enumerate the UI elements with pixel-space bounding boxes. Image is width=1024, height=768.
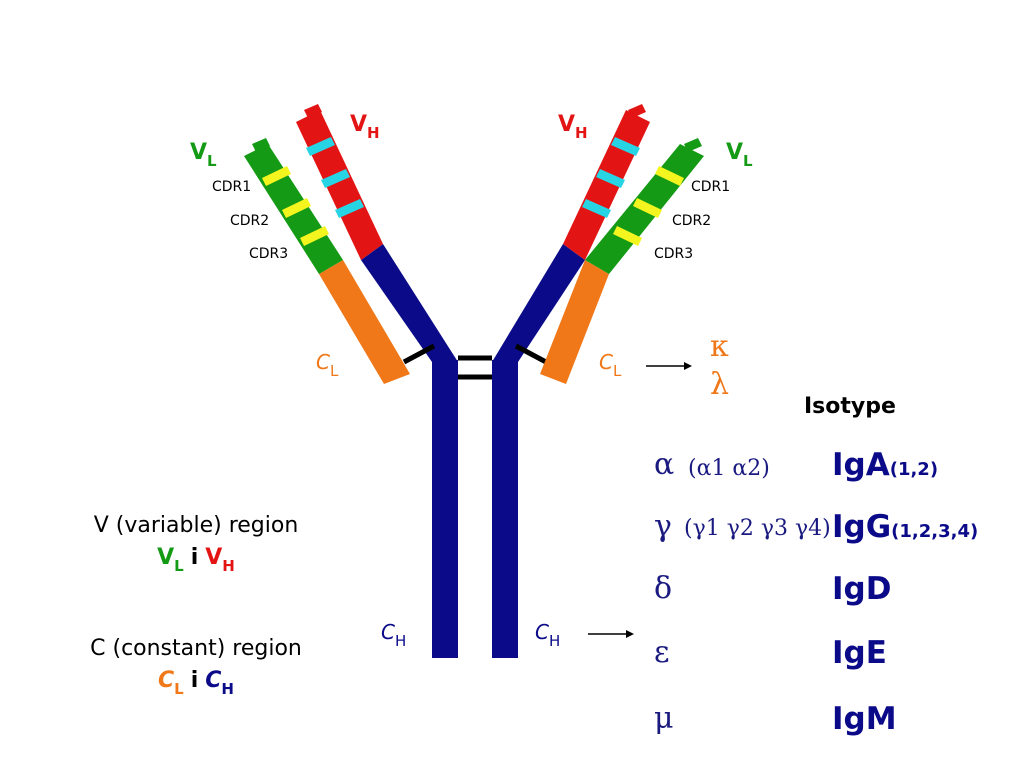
light-chain-left-constant xyxy=(319,260,410,384)
isotype-greek-delta: δ xyxy=(654,571,673,606)
heavy-chain-left-stem xyxy=(432,360,458,658)
heavy-chain-left-hinge xyxy=(361,244,458,362)
lambda-symbol: λ xyxy=(710,367,730,402)
isotype-subclasses-gamma: (γ1 γ2 γ3 γ4) xyxy=(684,516,831,541)
ch-label-left: CH xyxy=(381,620,407,650)
cdr-heavy-left-3 xyxy=(335,199,364,218)
cdr3-label-left: CDR3 xyxy=(249,246,289,262)
light-heavy-bond-left xyxy=(402,343,436,365)
isotype-greek-gamma: γ xyxy=(654,509,672,544)
disulfide-bonds xyxy=(402,343,548,380)
cdr-heavy-right-1 xyxy=(611,137,640,156)
isotype-name-ige: IgE xyxy=(832,635,887,671)
cdr2-label-left: CDR2 xyxy=(230,213,270,229)
cdr-heavy-left-1 xyxy=(306,137,335,156)
cdr-light-right-2 xyxy=(633,198,662,218)
isotype-greek-epsilon: ε xyxy=(654,635,670,670)
cdr-heavy-left-2 xyxy=(321,169,350,188)
light-chain-right-constant xyxy=(540,260,609,384)
cdr2-label-right: CDR2 xyxy=(672,213,712,229)
arrow-ch xyxy=(588,630,634,638)
kappa-symbol: κ xyxy=(710,329,729,364)
cdr-light-left-1 xyxy=(262,166,291,186)
isotype-name-igd: IgD xyxy=(832,571,892,607)
legend-variable-parts: VL i VH xyxy=(157,545,235,575)
cdr3-label-right: CDR3 xyxy=(654,246,694,262)
arrow-cl xyxy=(646,362,692,370)
isotype-name-iga: IgA(1,2) xyxy=(832,447,939,483)
vl-label-right: VL xyxy=(726,140,753,170)
light-chain-right-tab xyxy=(684,138,702,152)
light-chain-left-tab xyxy=(252,138,270,152)
cl-label-right: CL xyxy=(599,350,622,380)
legend-constant-parts: CL i CH xyxy=(158,668,234,698)
heavy-chain-right xyxy=(492,104,650,658)
heavy-chain-right-stem xyxy=(492,360,518,658)
cdr-light-right-1 xyxy=(655,166,684,186)
vh-label-left: VH xyxy=(350,112,380,142)
cl-label-left: CL xyxy=(316,350,339,380)
heavy-chain-right-hinge xyxy=(492,244,585,362)
light-heavy-bond-right xyxy=(514,343,548,365)
isotype-name-igg: IgG(1,2,3,4) xyxy=(832,509,979,545)
heavy-chain-left-tab xyxy=(304,104,322,118)
isotype-name-igm: IgM xyxy=(832,701,897,737)
cdr-heavy-right-3 xyxy=(582,199,611,218)
heavy-chain-right-tab xyxy=(628,104,646,118)
isotype-subclasses-alpha: (α1 α2) xyxy=(688,456,770,481)
light-chain-left xyxy=(244,138,410,384)
cdr-light-right-3 xyxy=(613,226,642,246)
cdr-heavy-right-2 xyxy=(596,169,625,188)
vl-label-left: VL xyxy=(190,140,217,170)
ch-label-right: CH xyxy=(535,620,561,650)
cdr1-label-right: CDR1 xyxy=(691,179,731,195)
vh-label-right: VH xyxy=(558,112,588,142)
legend-constant-title: C (constant) region xyxy=(90,636,302,661)
isotype-greek-mu: μ xyxy=(654,701,674,736)
cdr-light-left-3 xyxy=(300,226,329,246)
isotype-greek-alpha: α xyxy=(654,447,675,482)
cdr-light-left-2 xyxy=(282,198,311,218)
light-chain-right xyxy=(540,138,704,384)
legend-variable-title: V (variable) region xyxy=(93,513,299,538)
heavy-chain-left xyxy=(296,104,458,658)
cdr1-label-left: CDR1 xyxy=(212,179,252,195)
isotype-header: Isotype xyxy=(804,394,896,419)
